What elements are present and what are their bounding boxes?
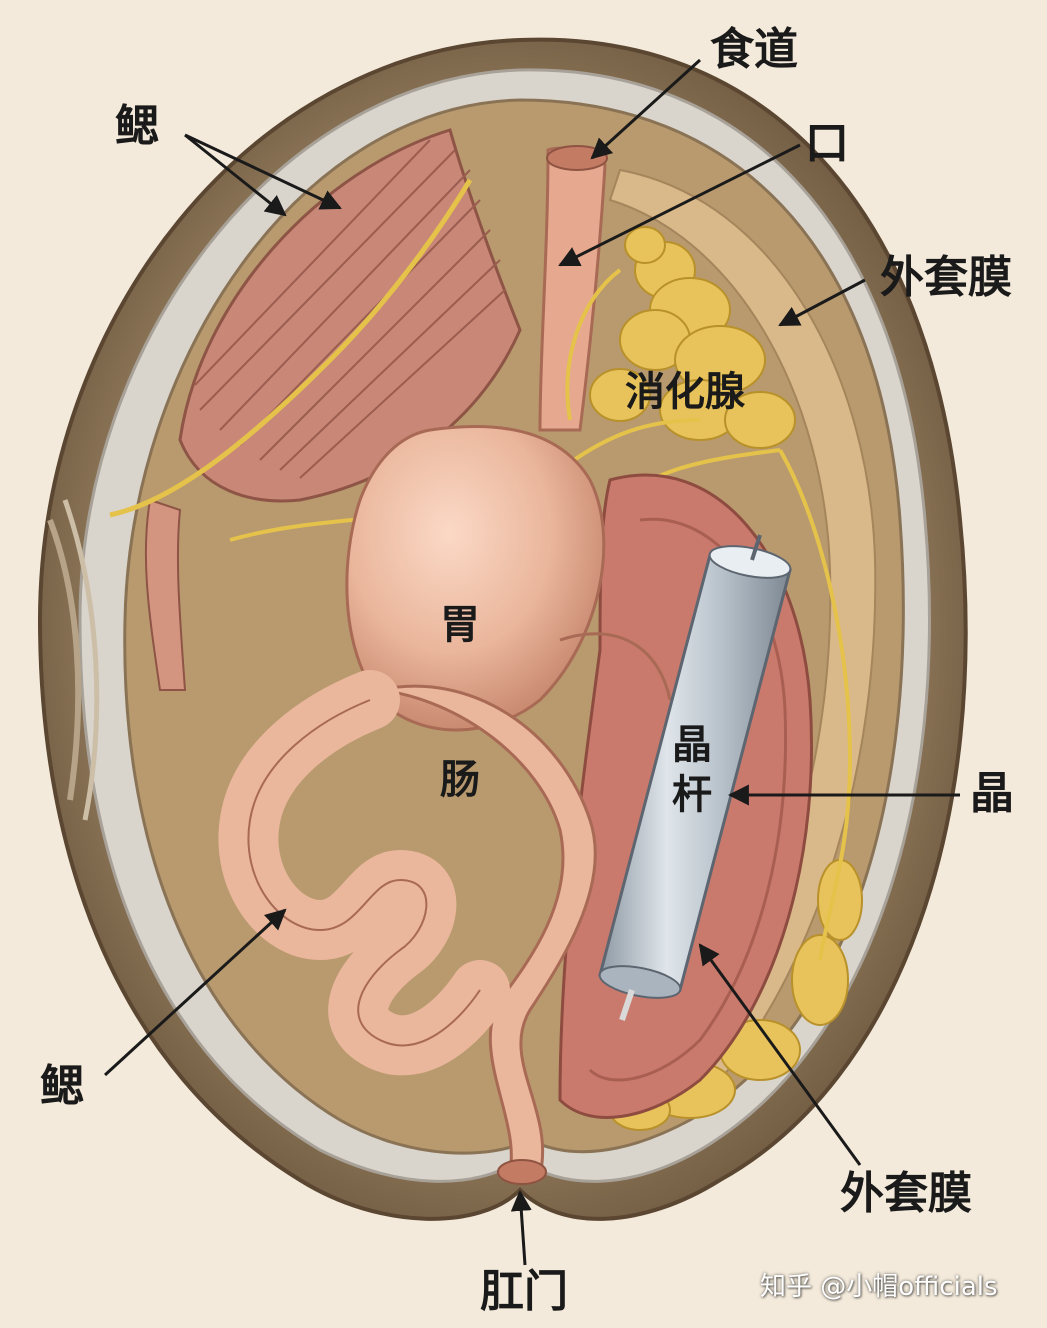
label-rod-bottom: 杆: [672, 772, 712, 818]
gill-upper: [109, 128, 522, 691]
label-gill-bottom: 鳃: [40, 1061, 84, 1112]
label-anus: 肛门: [480, 1266, 568, 1317]
arrow-gill-top-2: [184, 133, 342, 210]
arrow-mantle-top: [778, 278, 866, 327]
digestive-gland: [589, 226, 863, 1131]
label-mantle-bottom: 外套膜: [840, 1168, 972, 1219]
label-stomach: 胃: [440, 602, 480, 648]
arrow-mouth: [558, 143, 801, 267]
label-rod-top: 晶: [672, 722, 712, 768]
label-esophagus: 食道: [710, 24, 798, 75]
label-mouth: 口: [805, 118, 849, 169]
label-digestive-gland: 消化腺: [625, 369, 745, 415]
intestine: [218, 670, 597, 1185]
label-arrows: [103, 58, 960, 1266]
label-intestine: 肠: [440, 757, 480, 803]
arrow-mantle-bottom: [698, 943, 862, 1166]
label-mantle-top: 外套膜: [880, 252, 1012, 303]
arrow-gill-top-1: [184, 133, 287, 217]
arrow-anus: [510, 1189, 532, 1266]
arrow-gill-bottom: [103, 908, 287, 1077]
watermark: 知乎 @小帽officials: [760, 1272, 998, 1302]
crystalline-rod: [598, 534, 792, 1021]
arrow-esophagus: [590, 58, 702, 160]
label-crystal-right: 晶: [970, 768, 1014, 819]
label-gill-top: 鳃: [115, 101, 159, 152]
